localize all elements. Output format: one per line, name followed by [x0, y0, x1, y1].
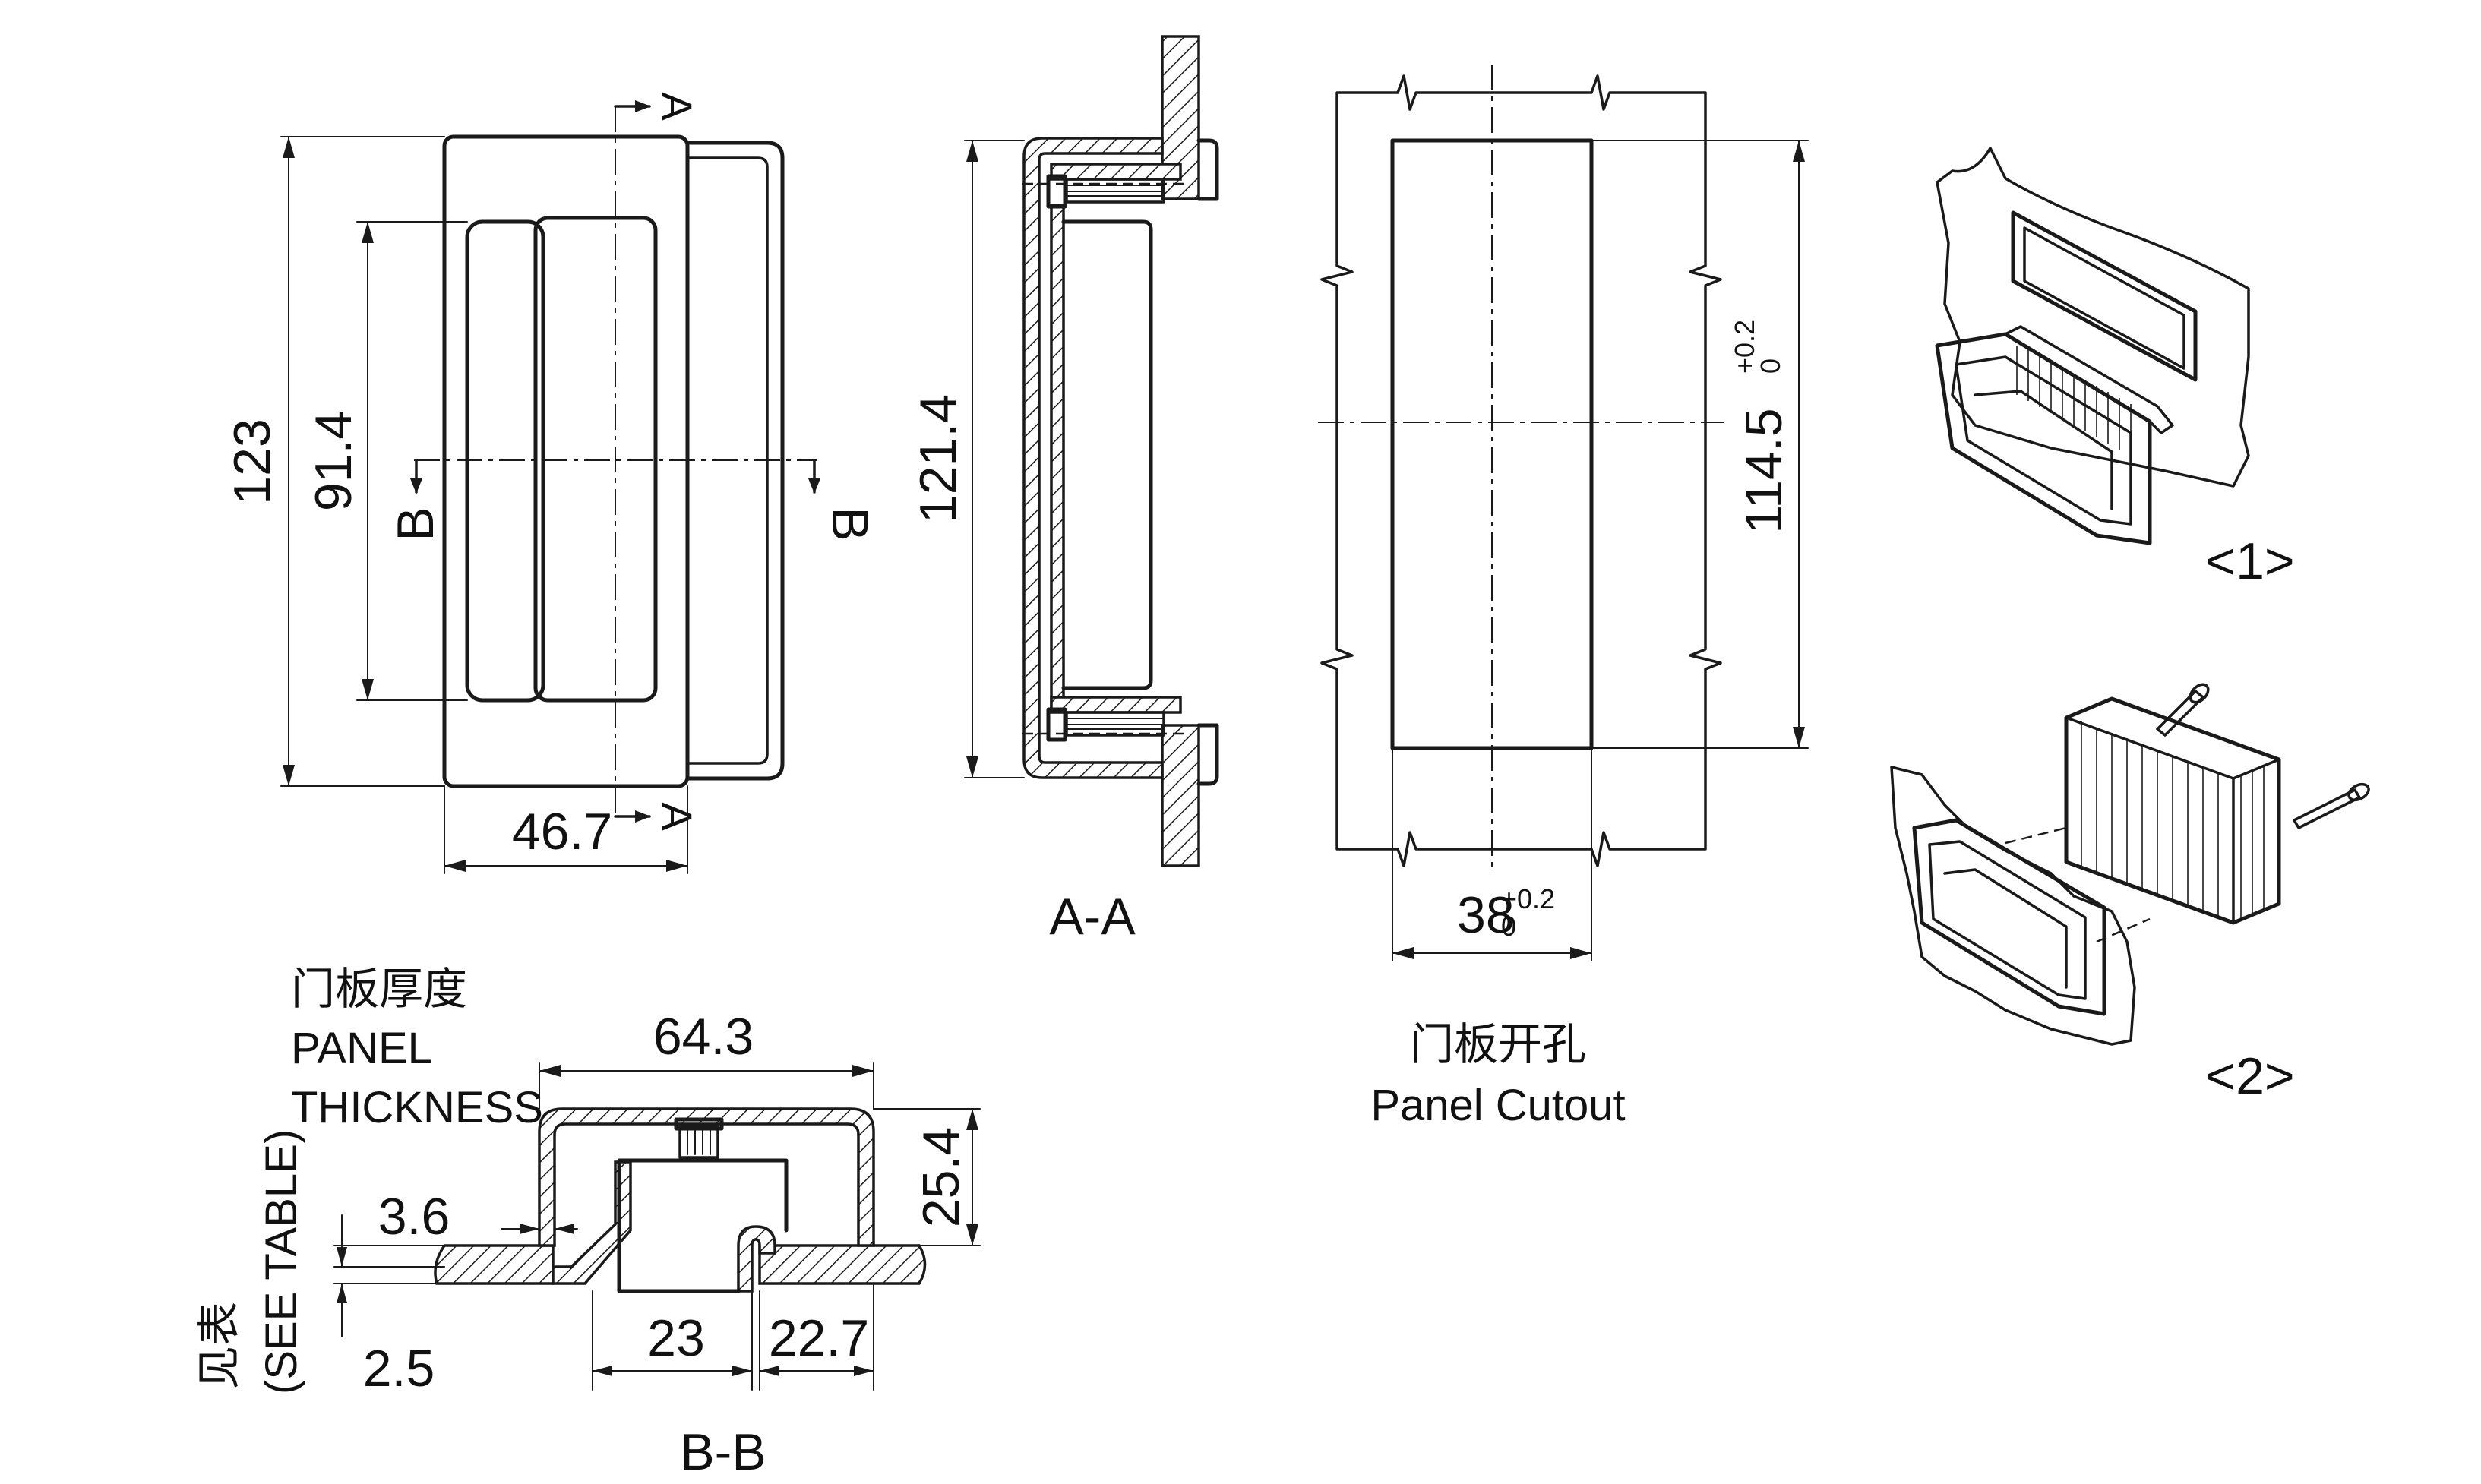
dim-cutout-width-tol-lower: 0	[1501, 911, 1516, 942]
dim-cutout-height-tol-upper: +0.2	[1729, 320, 1760, 374]
front-view: A A B B 123	[223, 92, 879, 874]
dim-width: 46.7	[444, 785, 688, 874]
section-b-marker-right: B	[808, 459, 879, 542]
dim-inner-height: 91.4	[305, 221, 468, 701]
dim-cutout-height-value: 114.5	[1735, 408, 1793, 533]
front-recess-right	[533, 216, 658, 703]
section-a-label-bottom: A	[653, 802, 701, 831]
dim-section-b-width: 64.3	[539, 1008, 874, 1110]
dim-width-value: 46.7	[512, 803, 612, 860]
panel-cutout-view: 114.5 +0.2 0 38 +0.2 0 门板开孔 Panel Cutout	[1318, 65, 1809, 1130]
see-table-en: (SEE TABLE)	[257, 1129, 306, 1394]
iso2-screw-right	[2293, 782, 2370, 829]
dim-cutout-width: 38 +0.2 0	[1392, 747, 1592, 961]
section-a-flange-top	[1196, 138, 1219, 201]
iso2-label: <2>	[2205, 1047, 2294, 1105]
section-b-label-right: B	[821, 507, 879, 541]
dim-cutout-width-value: 38	[1457, 886, 1515, 944]
dim-pocket-width-value: 23	[647, 1309, 705, 1367]
iso2-housing	[2064, 696, 2281, 925]
cutout-panel-outline	[1320, 74, 1722, 867]
section-b-caption: B-B	[680, 1423, 766, 1481]
iso2-housing-ribs	[2081, 721, 2265, 919]
iso1-recess	[1955, 355, 2132, 526]
section-b-housing	[538, 1107, 875, 1247]
section-b-panel-right	[758, 1244, 927, 1285]
dim-inner-height-value: 91.4	[305, 411, 362, 511]
iso1-panel	[1936, 147, 2250, 488]
isometric-view-1: <1>	[1935, 147, 2295, 590]
cutout-caption-en: Panel Cutout	[1370, 1081, 1625, 1130]
dim-side-width-value: 22.7	[769, 1309, 869, 1367]
section-b-marker-left: B	[387, 459, 444, 542]
iso2-recess	[1928, 840, 2087, 1000]
dim-side-width: 22.7	[759, 1283, 874, 1391]
iso1-housing-ribs	[2016, 346, 2132, 456]
iso1-label: <1>	[2205, 532, 2294, 590]
dim-section-a-height-value: 121.4	[909, 394, 967, 523]
thickness-label-cn: 门板厚度	[291, 965, 467, 1014]
section-b-label-left: B	[387, 507, 444, 541]
dim-min-thickness: 2.5	[333, 1214, 445, 1397]
iso1-cutout	[2011, 210, 2198, 382]
dim-cutout-height: 114.5 +0.2 0	[1591, 140, 1809, 749]
cutout-opening	[1390, 138, 1594, 750]
dim-flange: 3.6	[333, 1188, 578, 1246]
section-b-hook	[737, 1225, 776, 1293]
dim-section-a-height: 121.4	[909, 140, 1025, 778]
section-a-marker-top: A	[614, 92, 701, 121]
isometric-view-2: <2>	[1890, 683, 2370, 1105]
section-b-handle-body	[617, 1158, 789, 1293]
section-a-marker-bottom: A	[614, 802, 701, 831]
iso2-flange	[1912, 818, 2106, 1016]
section-a-caption: A-A	[1049, 888, 1136, 946]
dim-section-b-depth: 25.4	[873, 1108, 981, 1246]
section-a-label-top: A	[653, 92, 701, 121]
section-a-fastener-bottom	[1022, 696, 1185, 742]
front-flange-outline	[442, 134, 690, 788]
dim-section-b-width-value: 64.3	[653, 1008, 754, 1066]
section-b-pocket-wall	[552, 1160, 632, 1285]
section-b-view: 门板厚度 PANEL THICKNESS 见表 (SEE TABLE) 64.3…	[194, 965, 981, 1481]
thickness-label-en-1: PANEL	[291, 1024, 432, 1073]
front-handle-bail	[685, 141, 785, 781]
thickness-label-en-2: THICKNESS	[291, 1083, 543, 1132]
dim-flange-value: 3.6	[378, 1188, 450, 1246]
section-a-view: 121.4 A-A	[909, 35, 1219, 946]
dim-section-b-depth-value: 25.4	[912, 1127, 970, 1227]
section-a-handle-wall	[1050, 204, 1065, 708]
dim-cutout-height-tol-lower: 0	[1755, 358, 1786, 374]
section-a-flange-bottom	[1196, 723, 1219, 786]
dim-pocket-width: 23	[592, 1290, 760, 1391]
dim-overall-height: 123	[223, 136, 445, 787]
dim-height-value: 123	[223, 418, 281, 504]
section-a-fastener-top	[1022, 163, 1185, 209]
section-a-housing	[1022, 137, 1164, 779]
iso2-screw-top	[2156, 683, 2210, 737]
iso1-flange	[1935, 332, 2152, 545]
section-a-panel-lower	[1161, 724, 1200, 867]
dim-cutout-width-tol-upper: +0.2	[1501, 883, 1555, 914]
section-a-handle-cup	[1061, 219, 1153, 690]
see-table-cn: 见表	[194, 1302, 244, 1390]
dim-min-thickness-value: 2.5	[363, 1340, 435, 1397]
section-b-screw	[674, 1117, 724, 1159]
section-b-panel-left	[434, 1244, 555, 1285]
cutout-caption-cn: 门板开孔	[1410, 1020, 1586, 1069]
